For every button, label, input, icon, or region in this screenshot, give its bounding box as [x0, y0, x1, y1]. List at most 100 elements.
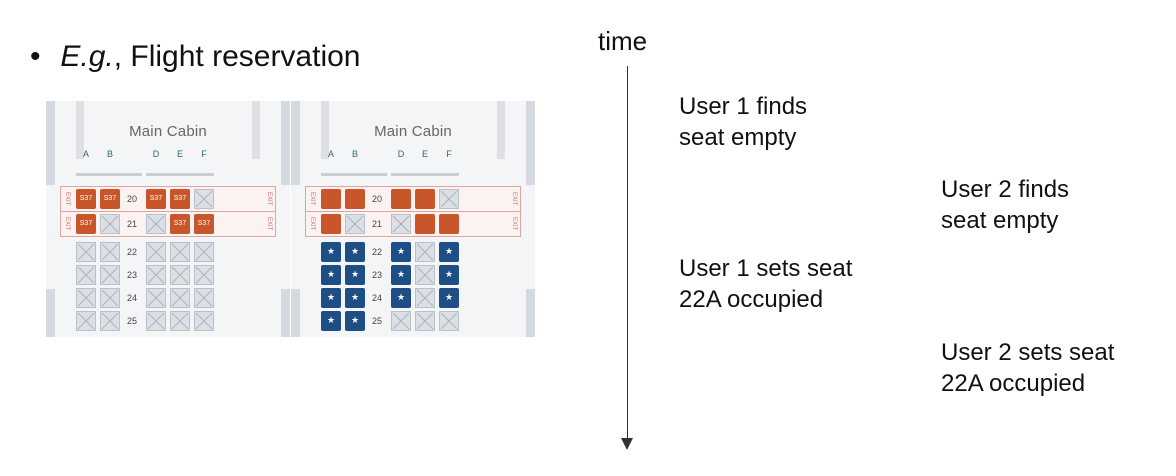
unavailable-x-icon — [392, 312, 410, 330]
seat-25d[interactable] — [146, 311, 166, 331]
seat-25a[interactable] — [76, 311, 96, 331]
seat-24f[interactable] — [194, 288, 214, 308]
seat-24a[interactable]: ★ — [321, 288, 341, 308]
seat-24e[interactable] — [170, 288, 190, 308]
star-icon: ★ — [396, 269, 406, 279]
seat-fare-label: S37 — [79, 195, 93, 202]
unavailable-x-icon — [171, 243, 189, 261]
seat-20b[interactable]: S37 — [100, 189, 120, 209]
seat-21b[interactable] — [345, 214, 365, 234]
seat-fare-label: S37 — [173, 220, 187, 227]
seat-20a[interactable] — [321, 189, 341, 209]
time-arrow-icon — [621, 438, 633, 450]
seat-23f[interactable] — [194, 265, 214, 285]
seat-24b[interactable] — [100, 288, 120, 308]
star-icon: ★ — [326, 246, 336, 256]
seat-23f[interactable]: ★ — [439, 265, 459, 285]
unavailable-x-icon — [147, 289, 165, 307]
row-number: 24 — [371, 293, 382, 303]
seat-24d[interactable]: ★ — [391, 288, 411, 308]
seat-25f[interactable] — [439, 311, 459, 331]
seat-24b[interactable]: ★ — [345, 288, 365, 308]
seat-20d[interactable] — [391, 189, 411, 209]
unavailable-x-icon — [77, 289, 95, 307]
seat-20b[interactable] — [345, 189, 365, 209]
seat-22b[interactable]: ★ — [345, 242, 365, 262]
unavailable-x-icon — [147, 243, 165, 261]
event-line: seat empty — [941, 207, 1059, 234]
seat-25b[interactable] — [100, 311, 120, 331]
seat-23d[interactable]: ★ — [391, 265, 411, 285]
row-number: 22 — [126, 247, 137, 257]
seat-22f[interactable] — [194, 242, 214, 262]
seat-23d[interactable] — [146, 265, 166, 285]
seat-22a[interactable] — [76, 242, 96, 262]
star-icon: ★ — [396, 292, 406, 302]
seat-21b[interactable] — [100, 214, 120, 234]
exit-label: EXIT — [309, 192, 315, 206]
seat-23e[interactable] — [170, 265, 190, 285]
seat-22a[interactable]: ★ — [321, 242, 341, 262]
seat-23b[interactable]: ★ — [345, 265, 365, 285]
seat-21d[interactable] — [391, 214, 411, 234]
seat-25e[interactable] — [415, 311, 435, 331]
event-line: User 2 sets seat — [941, 339, 1115, 366]
seat-24a[interactable] — [76, 288, 96, 308]
unavailable-x-icon — [195, 289, 213, 307]
seat-25e[interactable] — [170, 311, 190, 331]
star-icon: ★ — [350, 269, 360, 279]
seat-22d[interactable]: ★ — [391, 242, 411, 262]
seat-21f[interactable] — [439, 214, 459, 234]
row-number: 22 — [371, 247, 382, 257]
seat-22e[interactable] — [415, 242, 435, 262]
seat-25b[interactable]: ★ — [345, 311, 365, 331]
seat-20e[interactable] — [415, 189, 435, 209]
seat-23a[interactable] — [76, 265, 96, 285]
seat-22f[interactable]: ★ — [439, 242, 459, 262]
seat-21d[interactable] — [146, 214, 166, 234]
seat-21e[interactable]: S37 — [170, 214, 190, 234]
exit-row-21 — [305, 211, 521, 237]
seat-22b[interactable] — [100, 242, 120, 262]
column-letter-f: F — [446, 149, 452, 159]
event-line: 22A occupied — [941, 370, 1086, 397]
time-label: time — [598, 26, 648, 56]
exit-label: EXIT — [266, 192, 272, 206]
seat-24f[interactable]: ★ — [439, 288, 459, 308]
seat-22d[interactable] — [146, 242, 166, 262]
row-number: 20 — [126, 194, 137, 204]
row-number: 21 — [371, 219, 382, 229]
unavailable-x-icon — [171, 266, 189, 284]
seat-22e[interactable] — [170, 242, 190, 262]
seat-23a[interactable]: ★ — [321, 265, 341, 285]
bullet-text: , Flight reservation — [113, 40, 361, 73]
seat-23b[interactable] — [100, 265, 120, 285]
unavailable-x-icon — [195, 243, 213, 261]
unavailable-x-icon — [77, 243, 95, 261]
seat-25f[interactable] — [194, 311, 214, 331]
seat-23e[interactable] — [415, 265, 435, 285]
unavailable-x-icon — [195, 312, 213, 330]
column-letter-d: D — [397, 149, 405, 159]
seat-20d[interactable]: S37 — [146, 189, 166, 209]
seat-21a[interactable] — [321, 214, 341, 234]
unavailable-x-icon — [416, 243, 434, 261]
seat-25a[interactable]: ★ — [321, 311, 341, 331]
seat-24d[interactable] — [146, 288, 166, 308]
star-icon: ★ — [350, 292, 360, 302]
bullet-symbol: • — [30, 40, 41, 73]
row-number: 25 — [371, 316, 382, 326]
seat-fare-label: S37 — [173, 195, 187, 202]
seat-25d[interactable] — [391, 311, 411, 331]
seat-20a[interactable]: S37 — [76, 189, 96, 209]
unavailable-x-icon — [101, 215, 119, 233]
seat-20f[interactable] — [194, 189, 214, 209]
seat-20f[interactable] — [439, 189, 459, 209]
seat-21a[interactable]: S37 — [76, 214, 96, 234]
unavailable-x-icon — [77, 266, 95, 284]
unavailable-x-icon — [147, 215, 165, 233]
seat-24e[interactable] — [415, 288, 435, 308]
seat-20e[interactable]: S37 — [170, 189, 190, 209]
seat-21f[interactable]: S37 — [194, 214, 214, 234]
seat-21e[interactable] — [415, 214, 435, 234]
